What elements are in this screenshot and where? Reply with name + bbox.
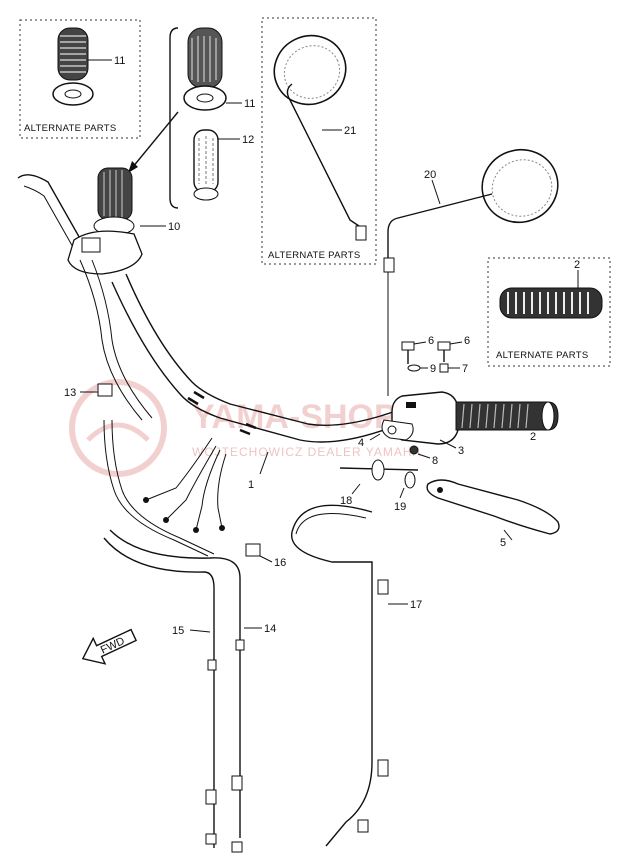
callout-14: 14 <box>264 623 276 635</box>
callout-11b: 11 <box>244 98 255 110</box>
callout-16: 16 <box>274 557 286 569</box>
callout-15: 15 <box>172 625 184 637</box>
lever-5: 5 <box>426 479 560 549</box>
throttle-cables-14-15: 14 15 <box>103 529 276 853</box>
callout-9: 9 <box>430 363 436 375</box>
watermark: YAMA-SHOP WOJTECHOWICZ DEALER YAMAHA <box>69 379 422 477</box>
callout-2a: 2 <box>574 259 580 271</box>
adjuster-18-19: 18 19 <box>339 459 419 513</box>
alternate-parts-box-grip-2: 2 ALTERNATE PARTS <box>487 257 611 367</box>
cable-17: 17 <box>291 504 422 847</box>
mirror-20: 20 <box>383 148 559 396</box>
alternate-parts-label-3: ALTERNATE PARTS <box>496 350 588 361</box>
callout-8: 8 <box>432 455 438 467</box>
wiring-harness <box>103 419 227 557</box>
callout-21: 21 <box>344 125 356 137</box>
right-grip-2: 2 <box>455 401 559 443</box>
callout-17: 17 <box>410 599 422 611</box>
callout-3: 3 <box>458 445 464 457</box>
callout-12: 12 <box>242 134 254 146</box>
callout-6b: 6 <box>464 335 470 347</box>
callout-7: 7 <box>462 363 468 375</box>
callout-1: 1 <box>248 479 254 491</box>
callout-10: 10 <box>168 221 180 233</box>
clamp-16: 16 <box>245 543 286 569</box>
callout-6a: 6 <box>428 335 434 347</box>
callout-19: 19 <box>394 501 406 513</box>
callout-2b: 2 <box>530 431 536 443</box>
left-switch-assembly-10: 10 <box>17 167 180 421</box>
callout-11a: 11 <box>114 55 125 67</box>
alternate-parts-box-grip-11: 11 ALTERNATE PARTS <box>19 19 141 139</box>
pointer-arrow <box>128 111 179 173</box>
right-lever-holder-3-4-8: 4 8 3 <box>358 391 464 467</box>
handlebar-1: 1 <box>111 273 431 491</box>
clamp-13: 13 <box>64 383 113 399</box>
forward-arrow-label: FWD <box>99 635 127 656</box>
callout-5: 5 <box>500 537 506 549</box>
alternate-parts-label-2: ALTERNATE PARTS <box>268 250 360 261</box>
alternate-parts-label-1: ALTERNATE PARTS <box>24 123 116 134</box>
callout-18: 18 <box>340 495 352 507</box>
screws-6-washer-9-nut-7: 6 6 9 7 <box>401 335 470 375</box>
callout-4: 4 <box>358 437 364 449</box>
watermark-tagline: WOJTECHOWICZ DEALER YAMAHA <box>192 445 422 459</box>
alternate-parts-box-mirror-21: 21 ALTERNATE PARTS <box>261 17 377 265</box>
callout-13: 13 <box>64 387 76 399</box>
watermark-brand: YAMA-SHOP <box>192 398 397 436</box>
forward-arrow: FWD <box>81 628 138 665</box>
callout-20: 20 <box>424 169 436 181</box>
grip-options-11-12: 11 12 <box>169 27 255 209</box>
